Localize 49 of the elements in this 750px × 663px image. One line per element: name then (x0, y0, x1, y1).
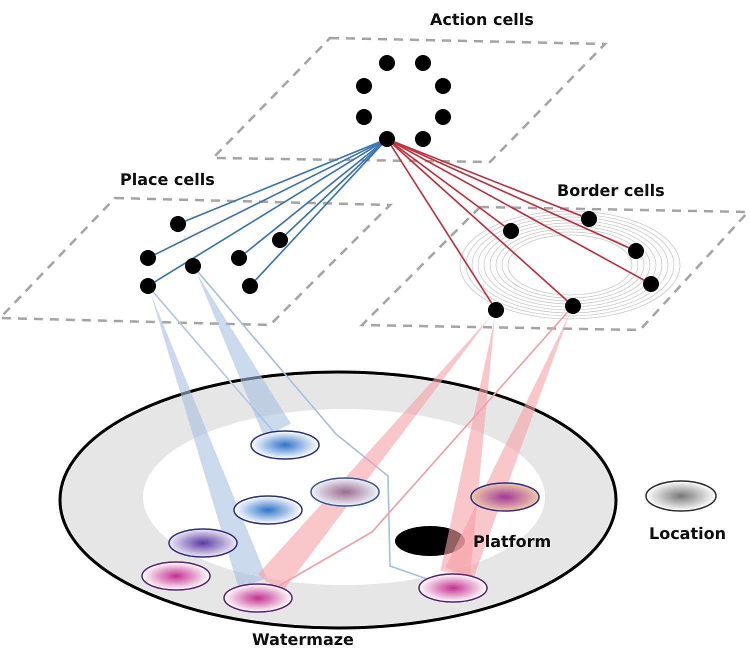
place-field (141, 561, 211, 591)
place-field (470, 482, 540, 512)
neuron-dot (643, 276, 659, 292)
neuron-dot (379, 55, 395, 71)
neuron-dot (435, 78, 451, 94)
connection-line (254, 144, 382, 281)
projection-beam (150, 294, 267, 588)
place-field (223, 583, 293, 613)
connection-line (392, 144, 568, 302)
neuron-dot (185, 258, 201, 274)
pool-label: Watermaze (252, 630, 354, 650)
place-field (250, 430, 320, 460)
plane-title: Place cells (120, 170, 215, 190)
legend-label: Location (649, 524, 726, 544)
neuron-dot (356, 109, 372, 125)
neuron-dot (435, 109, 451, 125)
neuron-dot (272, 232, 288, 248)
place-field (418, 573, 488, 603)
projection-beam (440, 318, 495, 576)
connection-line (185, 141, 380, 222)
plane-title: Action cells (430, 10, 534, 30)
neuron-dot (140, 278, 156, 294)
connection-line (154, 142, 380, 256)
neuron-dot (140, 250, 156, 266)
place-field (310, 477, 380, 507)
place-field (168, 528, 238, 558)
connection-line (198, 272, 426, 580)
connection-line (392, 143, 506, 227)
connection-line (152, 292, 274, 432)
connection-line (394, 142, 630, 248)
neuron-dot (356, 78, 372, 94)
neuron-dot (415, 131, 431, 147)
neuron-dot (581, 211, 597, 227)
connection-line (394, 141, 582, 217)
neuron-dot (379, 131, 395, 147)
neuron-dot (231, 250, 247, 266)
neuron-dot (503, 223, 519, 239)
place-field (233, 495, 303, 525)
neuron-dot (628, 243, 644, 259)
neuron-dot (170, 216, 186, 232)
neuron-dot (565, 298, 581, 314)
neuron-dot (242, 278, 258, 294)
connection-line (244, 143, 382, 254)
neuron-dot (488, 302, 504, 318)
plane-title: Border cells (557, 181, 665, 201)
connection-line (154, 142, 381, 282)
platform-label: Platform (473, 532, 552, 552)
neuron-dot (415, 55, 431, 71)
connection-line (278, 311, 568, 587)
